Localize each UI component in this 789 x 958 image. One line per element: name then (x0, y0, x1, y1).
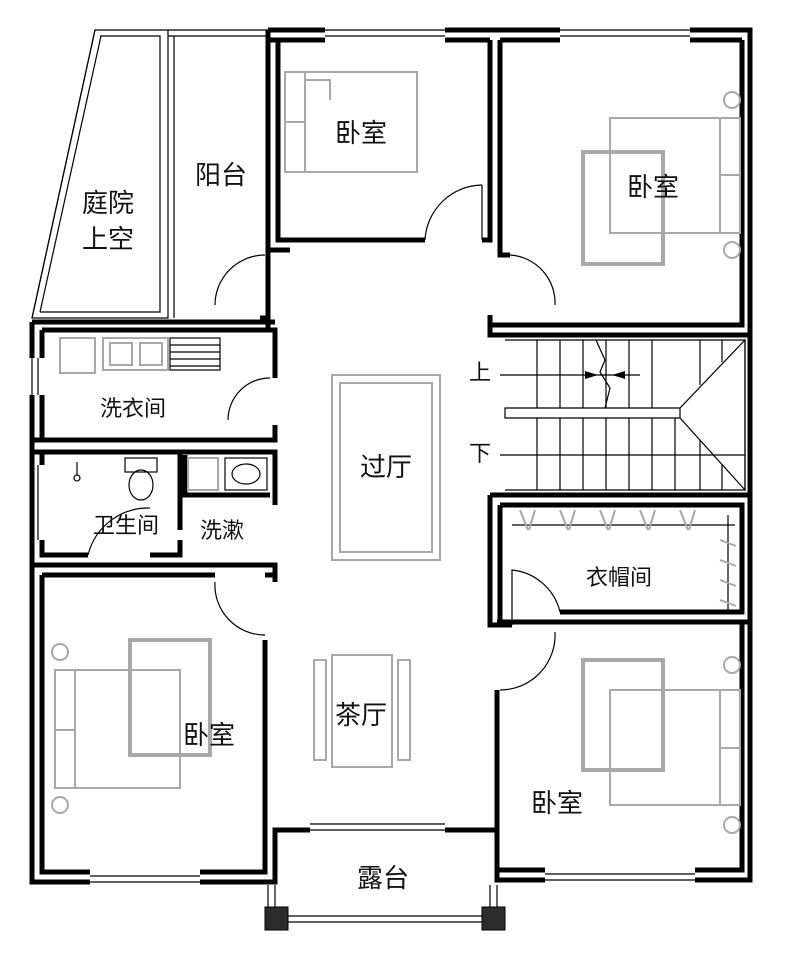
stair-down-label: 下 (469, 442, 492, 467)
windows (31, 29, 695, 883)
interior-walls (32, 37, 750, 875)
bathroom-label: 卫生间 (93, 514, 160, 539)
hall-rug (331, 374, 441, 561)
terrace-label: 露台 (357, 864, 410, 894)
bed-bottom-left (51, 638, 212, 814)
bathroom-fixtures (73, 457, 268, 501)
bedroom-top-left-label: 卧室 (335, 119, 388, 149)
balcony-outline (168, 29, 268, 318)
exterior-walls (29, 27, 753, 885)
tea-table (313, 654, 411, 768)
bed-bottom-right (581, 656, 741, 834)
courtyard-void-outline (31, 29, 169, 319)
laundry-label: 洗衣间 (100, 397, 167, 422)
hall-label: 过厅 (360, 453, 413, 483)
cloakroom-label: 衣帽间 (586, 566, 653, 591)
bedroom-top-right-label: 卧室 (627, 173, 680, 203)
tea-room-label: 茶厅 (335, 701, 388, 731)
staircase (500, 338, 746, 492)
bed-top-left (284, 71, 418, 173)
doors (87, 184, 561, 691)
washroom-label: 洗漱 (200, 519, 245, 544)
courtyard-void-label-line1: 庭院 (82, 189, 135, 219)
bedroom-bottom-left-label: 卧室 (183, 721, 236, 751)
laundry-fixtures (59, 337, 221, 374)
courtyard-void-label-line2: 上空 (82, 225, 135, 255)
balcony-label: 阳台 (195, 161, 248, 191)
stair-up-label: 上 (469, 361, 492, 386)
terrace-outline (264, 885, 506, 931)
cloakroom-rail (512, 509, 737, 610)
bed-top-right (581, 91, 741, 266)
bedroom-bottom-right-label: 卧室 (531, 789, 584, 819)
